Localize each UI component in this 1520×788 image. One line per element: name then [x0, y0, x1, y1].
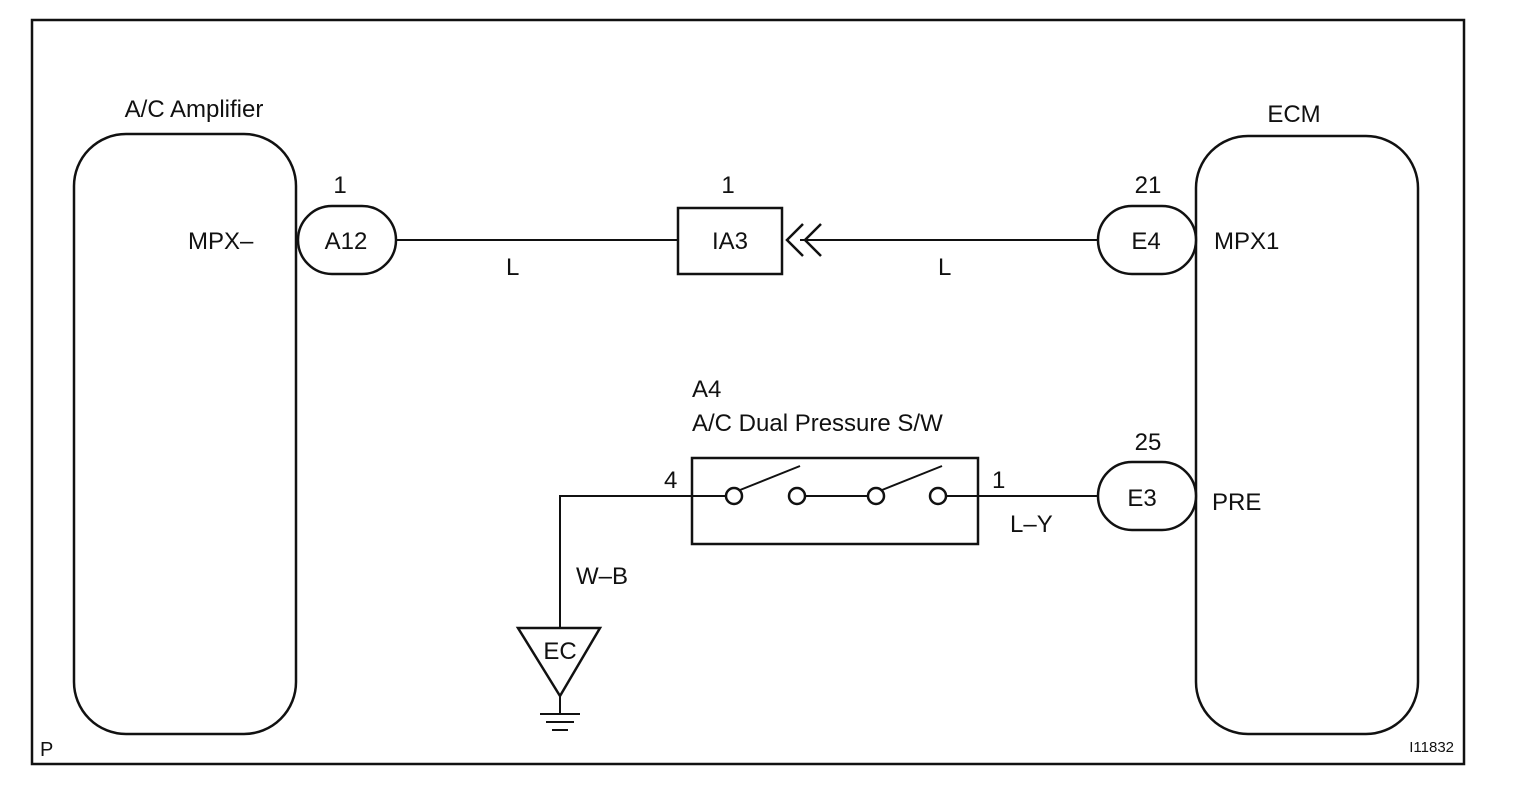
wire-ia3-e4-color: L: [938, 254, 951, 281]
connector-e4-label: E4: [1131, 228, 1160, 255]
switch-pin-right: 1: [992, 467, 1005, 494]
ecm-pre-label: PRE: [1212, 489, 1261, 516]
ac-amplifier-mpx-label: MPX–: [188, 228, 254, 255]
ecm-title: ECM: [1267, 101, 1320, 128]
ecm-box: [1194, 134, 1420, 736]
ecm-mpx1-label: MPX1: [1214, 228, 1279, 255]
a12-pin-number: 1: [333, 172, 346, 199]
ia3-chevron-outer: [785, 223, 804, 257]
switch-pin-left: 4: [664, 467, 677, 494]
connector-e3: [1096, 460, 1198, 532]
corner-label-left: P: [40, 739, 53, 761]
contact-2: [787, 486, 807, 506]
figure-id: I11832: [1409, 739, 1454, 756]
switch-blade-1: [739, 465, 801, 491]
contact-4: [928, 486, 948, 506]
switch-title: A/C Dual Pressure S/W: [692, 410, 943, 437]
connector-e4: [1096, 204, 1198, 276]
ia3-chevron-inner: [803, 223, 822, 257]
ground-point-ec: [515, 626, 603, 699]
switch-blade-2: [881, 465, 943, 491]
e3-pin-number: 25: [1135, 429, 1162, 456]
diagram-frame: [30, 18, 1466, 766]
connector-a12: [296, 204, 398, 276]
ground-point-ec-label: EC: [543, 638, 576, 665]
ac-amplifier-box: [72, 132, 298, 736]
connector-ia3-label: IA3: [712, 228, 748, 255]
pressure-switch-box: [690, 456, 980, 546]
wire-switch-ground-color: W–B: [576, 563, 628, 590]
e4-pin-number: 21: [1135, 172, 1162, 199]
wire-switch-e3-color: L–Y: [1010, 511, 1053, 538]
connector-a12-label: A12: [325, 228, 368, 255]
switch-id: A4: [692, 376, 721, 403]
ac-amplifier-title: A/C Amplifier: [125, 96, 264, 123]
connector-e3-label: E3: [1127, 485, 1156, 512]
wire-a12-ia3-color: L: [506, 254, 519, 281]
connector-ia3: [676, 206, 784, 276]
contact-1: [724, 486, 744, 506]
wire-switch-ground: [559, 495, 692, 628]
contact-3: [866, 486, 886, 506]
ia3-pin-number: 1: [721, 172, 734, 199]
